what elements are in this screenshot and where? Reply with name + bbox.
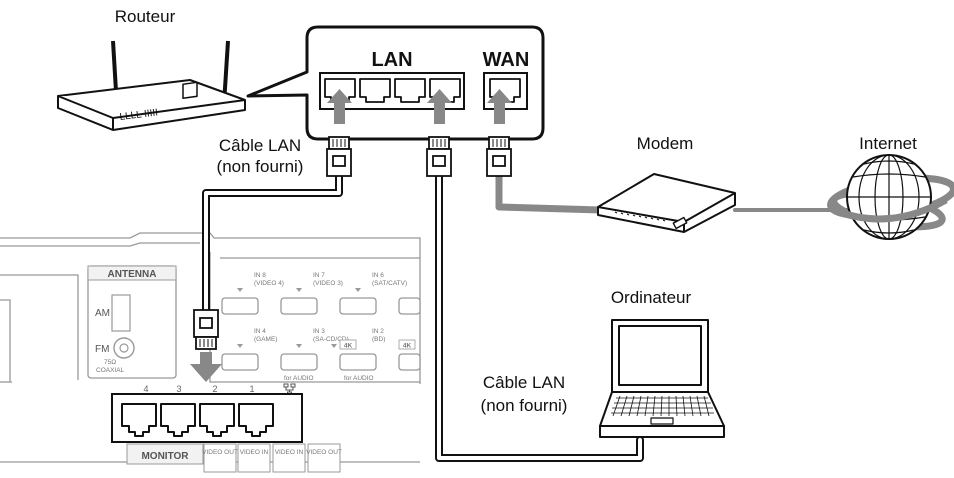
internet-globe-icon [827,154,954,240]
hdmi-in8-sub: (VIDEO 4) [254,280,284,287]
modem-icon [597,173,736,233]
wan-cable-modem [495,172,604,214]
for-audio-label-2: for AUDIO [344,375,374,382]
hdmi-in6-label: IN 6 [372,272,384,279]
port-number-4: 4 [143,384,148,394]
plug-receiver [193,309,219,350]
hdmi-in4-label: IN 4 [254,328,266,335]
hdmi-port-in4 [221,353,259,371]
rj45-port-4 [121,403,157,437]
lan-label: LAN [371,49,412,71]
hdmi-port-in7 [280,297,318,315]
antenna-label: ANTENNA [108,269,157,280]
hdmi-port-in6 [339,297,377,315]
video-out-label: VIDEO OUT [202,449,238,456]
router-indicator-marks: LLLL IIIII [119,107,159,123]
router-label: Routeur [115,7,176,26]
port-number-2: 2 [212,384,217,394]
hdmi-in3-sub: (SA-CD/CD) [313,336,349,343]
plug-router-lan4 [426,136,452,177]
fm-connector-core [119,343,129,353]
lan-cable-label-1-line1: Câble LAN [219,136,301,155]
router-port-callout: LAN WAN [246,25,545,141]
fm-label: FM [95,344,109,355]
hdmi-row-1: IN 8 (VIDEO 4) IN 7 (VIDEO 3) IN 6 (SAT/… [221,272,421,315]
computer-label: Ordinateur [611,288,692,307]
am-terminal [111,294,131,332]
hdmi-port-in5 [398,297,421,315]
rj45-plugs [193,136,512,350]
router-lan-port-2 [359,78,391,103]
fm-impedance: 75Ω [104,359,116,366]
lan-cable-label-2-line1: Câble LAN [483,373,565,392]
receiver-lan-switch: 4 3 2 1 [111,383,303,443]
video-out-label-2: VIDEO OUT [306,449,342,456]
monitor-label: MONITOR [141,451,189,462]
rj45-port-1 [238,403,274,437]
hdmi-in7-label: IN 7 [313,272,325,279]
laptop-icon [599,319,725,438]
for-audio-label-1: for AUDIO [284,375,314,382]
hdmi-in2-label: IN 2 [372,328,384,335]
lan-cable-label-1-line2: (non fourni) [217,157,304,176]
video-in-label-1: VIDEO IN [240,449,269,456]
rj45-port-2 [199,403,235,437]
callout-arrows [327,89,512,124]
wan-label: WAN [483,49,530,71]
port-number-1: 1 [249,384,254,394]
hdmi-port-in3 [280,353,318,371]
video-in-label-2: VIDEO IN [275,449,304,456]
hdmi-port-in2 [339,353,377,371]
fm-coaxial: COAXIAL [96,367,125,374]
antenna-section: ANTENNA AM FM 75Ω COAXIAL [87,265,177,374]
hdmi-in2-sub: (BD) [372,336,385,343]
plug-router-wan [486,136,512,177]
lan-cable-receiver [202,172,343,314]
hdmi-in6-sub: (SAT/CATV) [372,280,407,287]
internet-label: Internet [859,134,917,153]
hdmi-row-2: IN 4 (GAME) IN 3 (SA-CD/CD) IN 2 (BD) 4K… [221,328,421,382]
lower-panel: MONITOR VIDEO OUT VIDEO IN VIDEO IN VIDE… [126,443,342,473]
rj45-port-3 [160,403,196,437]
lan-cable-label-2-line2: (non fourni) [481,396,568,415]
badge-4k-1: 4K [344,343,353,350]
hdmi-in7-sub: (VIDEO 3) [313,280,343,287]
router-lan-port-3 [394,78,426,103]
hdmi-in8-label: IN 8 [254,272,266,279]
router-icon: LLLL IIIII [57,40,246,131]
receiver-down-arrow [190,352,222,382]
hdmi-port-in1 [398,353,421,371]
port-number-3: 3 [176,384,181,394]
hdmi-in3-label: IN 3 [313,328,325,335]
hdmi-in4-sub: (GAME) [254,336,277,343]
modem-label: Modem [637,134,694,153]
hdmi-port-in8 [221,297,259,315]
badge-4k-2: 4K [403,343,412,350]
am-label: AM [95,308,110,319]
cables [202,172,850,462]
plug-router-lan1 [326,136,352,177]
